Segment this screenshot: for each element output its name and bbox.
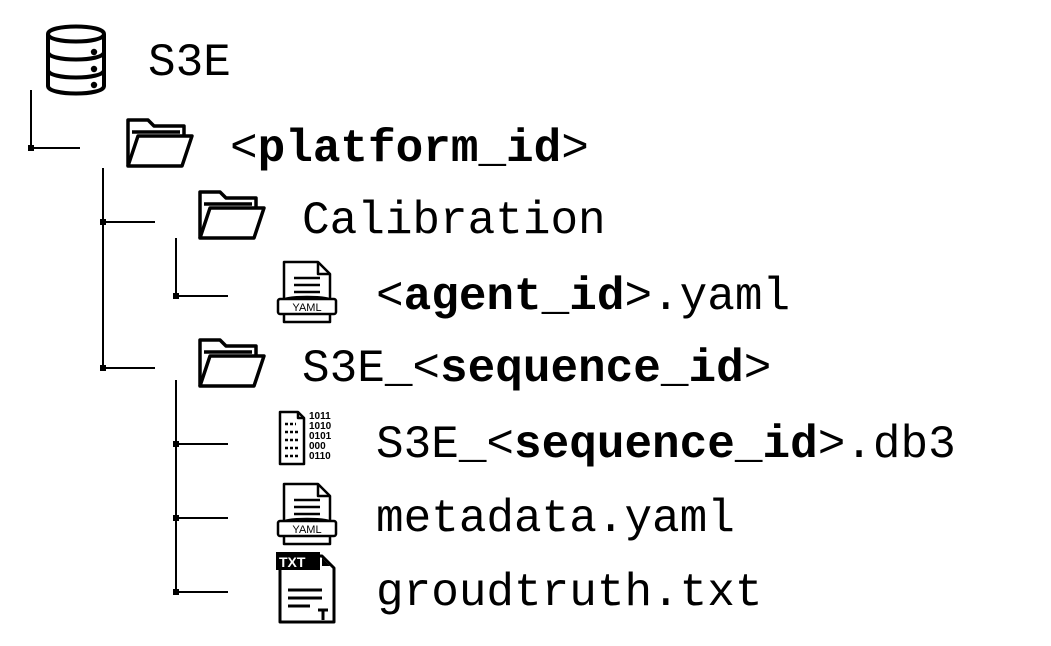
platform-folder-label: <platform_id>	[230, 123, 589, 175]
svg-text:000: 000	[309, 441, 326, 452]
db-file-label: S3E_<sequence_id>.db3	[376, 419, 956, 471]
svg-text:0110: 0110	[309, 451, 331, 462]
folder-open-icon	[196, 186, 268, 249]
binary-file-icon: 1011 1010 0101 000 0110	[276, 408, 338, 473]
agent-file-label: <agent_id>.yaml	[376, 271, 791, 323]
calibration-folder-label: Calibration	[302, 195, 606, 247]
database-icon	[44, 22, 108, 103]
txt-icon-text: TXT	[279, 554, 306, 570]
yaml-file-icon: YAML	[274, 480, 340, 553]
root-label: S3E	[148, 37, 231, 89]
svg-text:0101: 0101	[309, 431, 332, 442]
sequence-folder-label: S3E_<sequence_id>	[302, 343, 772, 395]
svg-text:1010: 1010	[309, 421, 332, 432]
yaml-icon-text: YAML	[292, 524, 321, 536]
groundtruth-file-label: groudtruth.txt	[376, 567, 763, 619]
metadata-file-label: metadata.yaml	[376, 493, 735, 545]
yaml-file-icon: YAML	[274, 258, 340, 331]
folder-open-icon	[124, 114, 196, 177]
yaml-icon-text: YAML	[292, 302, 321, 314]
folder-open-icon	[196, 334, 268, 397]
svg-text:1011: 1011	[309, 411, 331, 422]
txt-file-icon: TXT	[274, 550, 340, 631]
